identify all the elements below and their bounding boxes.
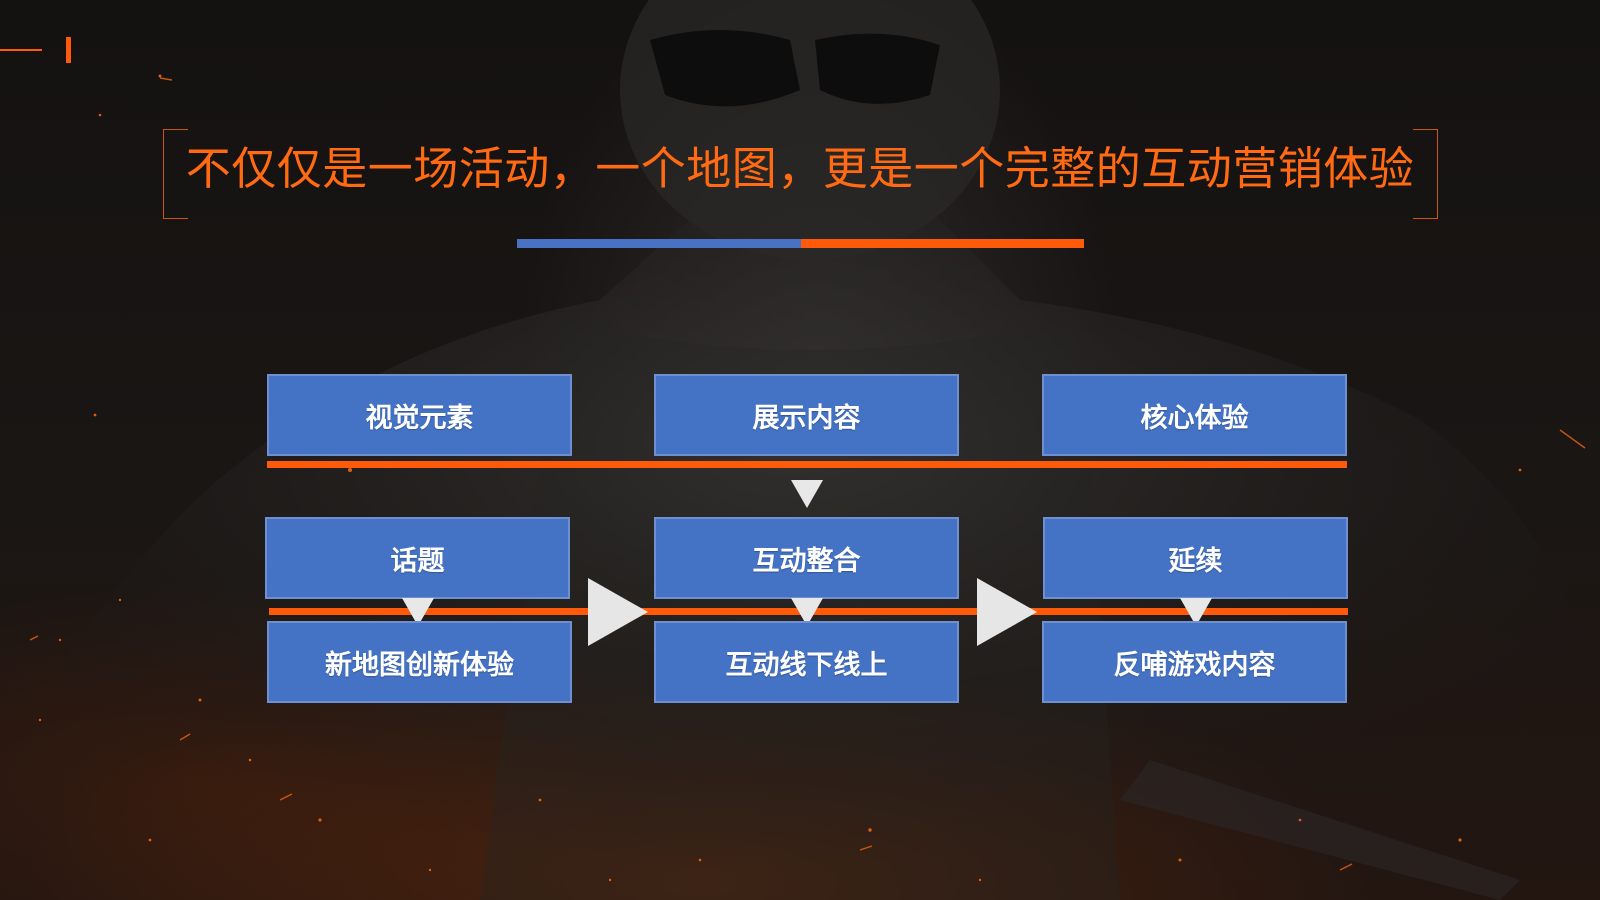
box-topic: 话题: [265, 517, 570, 599]
right-arrow-icon: [977, 578, 1037, 646]
box-offline-online-interaction: 互动线下线上: [654, 621, 959, 703]
title-underline-blue: [517, 239, 801, 248]
top-divider-line: [267, 461, 1347, 468]
down-arrow-icon: [791, 480, 823, 508]
box-continuation: 延续: [1043, 517, 1348, 599]
box-new-map-experience: 新地图创新体验: [267, 621, 572, 703]
box-interaction-integration: 互动整合: [654, 517, 959, 599]
corner-accent-line: [0, 49, 42, 51]
box-display-content: 展示内容: [654, 374, 959, 456]
title-bracket-left: [163, 129, 188, 219]
title-underline-orange: [801, 239, 1084, 248]
box-feed-back-game-content: 反哺游戏内容: [1042, 621, 1347, 703]
title-bracket-right: [1413, 129, 1438, 219]
box-core-experience: 核心体验: [1042, 374, 1347, 456]
right-arrow-icon: [588, 578, 648, 646]
slide-title: 不仅仅是一场活动，一个地图，更是一个完整的互动营销体验: [185, 142, 1415, 195]
corner-accent-tick: [66, 37, 71, 63]
box-visual-elements: 视觉元素: [267, 374, 572, 456]
